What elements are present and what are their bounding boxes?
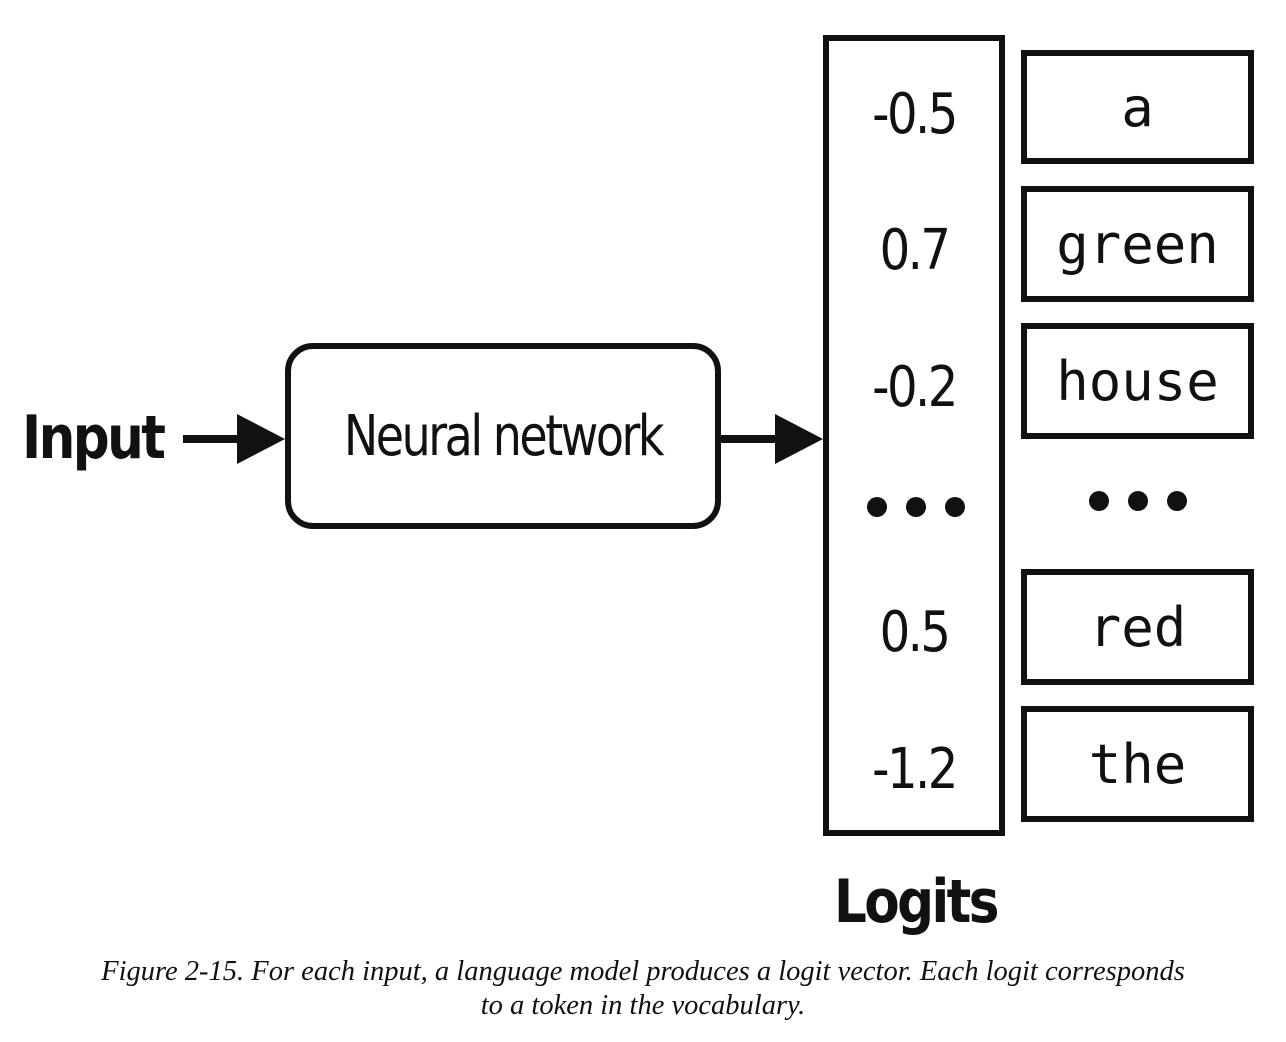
neural-network-label: Neural network xyxy=(343,403,665,469)
figure-caption: Figure 2-15. For each input, a language … xyxy=(0,955,1286,1023)
token-box: red xyxy=(1021,569,1254,685)
token-box: a xyxy=(1021,50,1254,164)
caption-line: to a token in the vocabulary. xyxy=(480,990,806,1021)
logit-value: 0.7 xyxy=(879,218,951,283)
logit-value: 0.5 xyxy=(879,600,951,665)
caption-line: Figure 2-15. For each input, a language … xyxy=(101,956,1185,987)
arrow-right-icon xyxy=(721,414,823,464)
ellipsis-icon xyxy=(867,497,967,517)
logits-vector: -0.5 0.7 -0.2 0.5 -1.2 xyxy=(823,35,1005,836)
logit-value: -0.2 xyxy=(872,355,958,420)
token-box: green xyxy=(1021,186,1254,302)
neural-network-box: Neural network xyxy=(285,343,721,529)
logit-value: -0.5 xyxy=(872,82,958,147)
token-box: house xyxy=(1021,323,1254,439)
logit-value: -1.2 xyxy=(872,737,958,802)
ellipsis-icon xyxy=(1089,491,1189,511)
input-label: Input xyxy=(22,403,166,473)
arrow-right-icon xyxy=(183,414,285,464)
token-box: the xyxy=(1021,706,1254,822)
logits-label: Logits xyxy=(834,867,999,937)
